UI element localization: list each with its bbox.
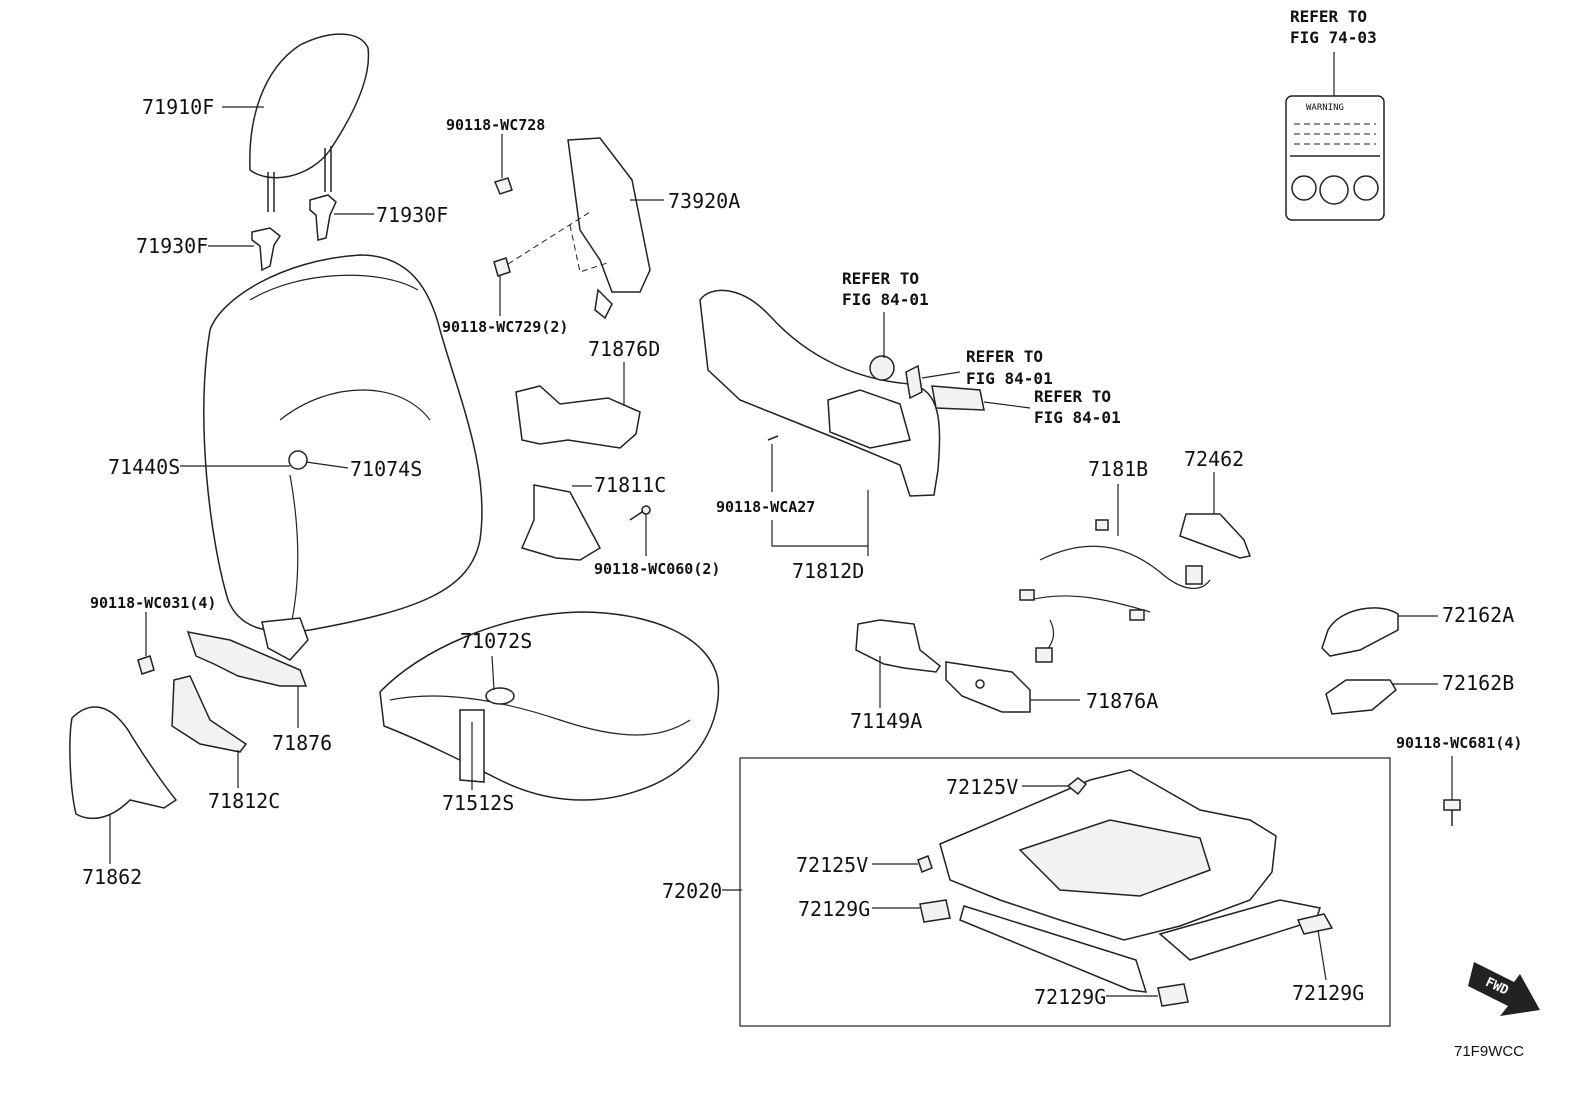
refer-labels: REFER TO FIG 74-03 REFER TO FIG 84-01 RE… xyxy=(842,7,1377,427)
callout-labels: 71910F 71930F 71930F 90118-WC728 73920A … xyxy=(82,95,1522,1009)
label-headrest-guide-left: 71930F xyxy=(136,234,208,258)
label-screw-wc060: 90118-WC060(2) xyxy=(594,560,720,578)
adjuster-frame-box xyxy=(739,757,1391,1027)
harness[interactable] xyxy=(1019,519,1211,663)
cover-71876D[interactable] xyxy=(515,385,641,449)
knob-2[interactable] xyxy=(905,364,923,400)
headrest-guide-right[interactable] xyxy=(309,194,337,241)
label-cover-72162A: 72162A xyxy=(1442,603,1514,627)
label-clip-upper: 72125V xyxy=(946,775,1018,799)
diagram-code: 71F9WCC xyxy=(1454,1043,1524,1060)
label-screw-wc031: 90118-WC031(4) xyxy=(90,594,216,612)
label-shield-71812C: 71812C xyxy=(208,789,280,813)
label-back-cover: 71074S xyxy=(350,457,422,481)
label-cushion-pad: 71512S xyxy=(442,791,514,815)
refer-knob2-line1: REFER TO xyxy=(966,347,1043,366)
screw-wca27[interactable] xyxy=(767,435,779,441)
side-shield[interactable] xyxy=(699,289,941,497)
label-side-airbag: 73920A xyxy=(668,189,740,213)
label-cover-71862: 71862 xyxy=(82,865,142,889)
label-cap-left: 72129G xyxy=(798,897,870,921)
label-screw-upper: 90118-WC728 xyxy=(446,116,545,134)
nut-airbag[interactable] xyxy=(493,257,511,277)
label-cap-right: 72129G xyxy=(1292,981,1364,1005)
cover-71149A[interactable] xyxy=(855,619,942,673)
cover-71862[interactable] xyxy=(69,706,178,820)
clip-lower[interactable] xyxy=(917,855,933,873)
refer-knob3-line1: REFER TO xyxy=(1034,387,1111,406)
label-nut-airbag: 90118-WC729(2) xyxy=(442,318,568,336)
leader-lines xyxy=(109,52,1453,997)
headrest[interactable] xyxy=(249,33,370,212)
cap-bottom[interactable] xyxy=(1157,983,1189,1007)
cover-72462[interactable] xyxy=(1179,513,1252,559)
cap-right[interactable] xyxy=(1296,913,1334,935)
refer-knob3-line2: FIG 84-01 xyxy=(1034,408,1121,427)
knob-3[interactable] xyxy=(931,385,985,411)
shield-71812C[interactable] xyxy=(171,675,248,753)
seat-cushion[interactable] xyxy=(379,611,720,801)
knob-1[interactable] xyxy=(869,355,895,381)
refer-warning-line1: REFER TO xyxy=(1290,7,1367,26)
label-headrest-guide-right: 71930F xyxy=(376,203,448,227)
warning-label-text: WARNING xyxy=(1306,103,1344,113)
label-cover-72162B: 72162B xyxy=(1442,671,1514,695)
cover-71876A[interactable] xyxy=(945,661,1031,713)
fwd-arrow-icon: FWD xyxy=(1468,962,1540,1016)
airbag-dash-guide xyxy=(507,211,611,273)
label-cover-71876D: 71876D xyxy=(588,337,660,361)
refer-knob1-line2: FIG 84-01 xyxy=(842,290,929,309)
label-cap-bottom: 72129G xyxy=(1034,985,1106,1009)
label-hinge-cover: 71876 xyxy=(272,731,332,755)
label-clip-lower: 72125V xyxy=(796,853,868,877)
screw-wc060[interactable] xyxy=(629,505,651,521)
cover-72162A[interactable] xyxy=(1321,607,1399,657)
cap-left[interactable] xyxy=(919,899,951,923)
label-cover-71811C: 71811C xyxy=(594,473,666,497)
headrest-guide-left[interactable] xyxy=(251,227,282,272)
label-adjuster: 72020 xyxy=(662,879,722,903)
label-side-shield: 71812D xyxy=(792,559,864,583)
label-screw-wca27: 90118-WCA27 xyxy=(716,498,815,516)
refer-warning-line2: FIG 74-03 xyxy=(1290,28,1377,47)
label-back-pad: 71440S xyxy=(108,455,180,479)
clip-upper[interactable] xyxy=(1066,777,1088,796)
refer-knob2-line2: FIG 84-01 xyxy=(966,369,1053,388)
warning-label[interactable]: WARNING xyxy=(1285,95,1385,221)
label-headrest: 71910F xyxy=(142,95,214,119)
screw-wc031[interactable] xyxy=(137,655,155,675)
cover-72162B[interactable] xyxy=(1325,679,1397,715)
label-cushion-cover: 71072S xyxy=(460,629,532,653)
seat-back[interactable] xyxy=(203,254,483,661)
screw-upper[interactable] xyxy=(493,177,513,195)
label-harness: 7181B xyxy=(1088,457,1148,481)
label-cover-72462: 72462 xyxy=(1184,447,1244,471)
label-cover-71876A: 71876A xyxy=(1086,689,1158,713)
bolt-wc681[interactable] xyxy=(1443,799,1461,826)
cover-71811C[interactable] xyxy=(520,484,601,561)
hinge-cover[interactable] xyxy=(186,631,308,687)
adjuster[interactable] xyxy=(939,769,1321,993)
refer-knob1-line1: REFER TO xyxy=(842,269,919,288)
label-bolt-wc681: 90118-WC681(4) xyxy=(1396,734,1522,752)
side-airbag[interactable] xyxy=(567,137,651,320)
label-cover-71149A: 71149A xyxy=(850,709,922,733)
